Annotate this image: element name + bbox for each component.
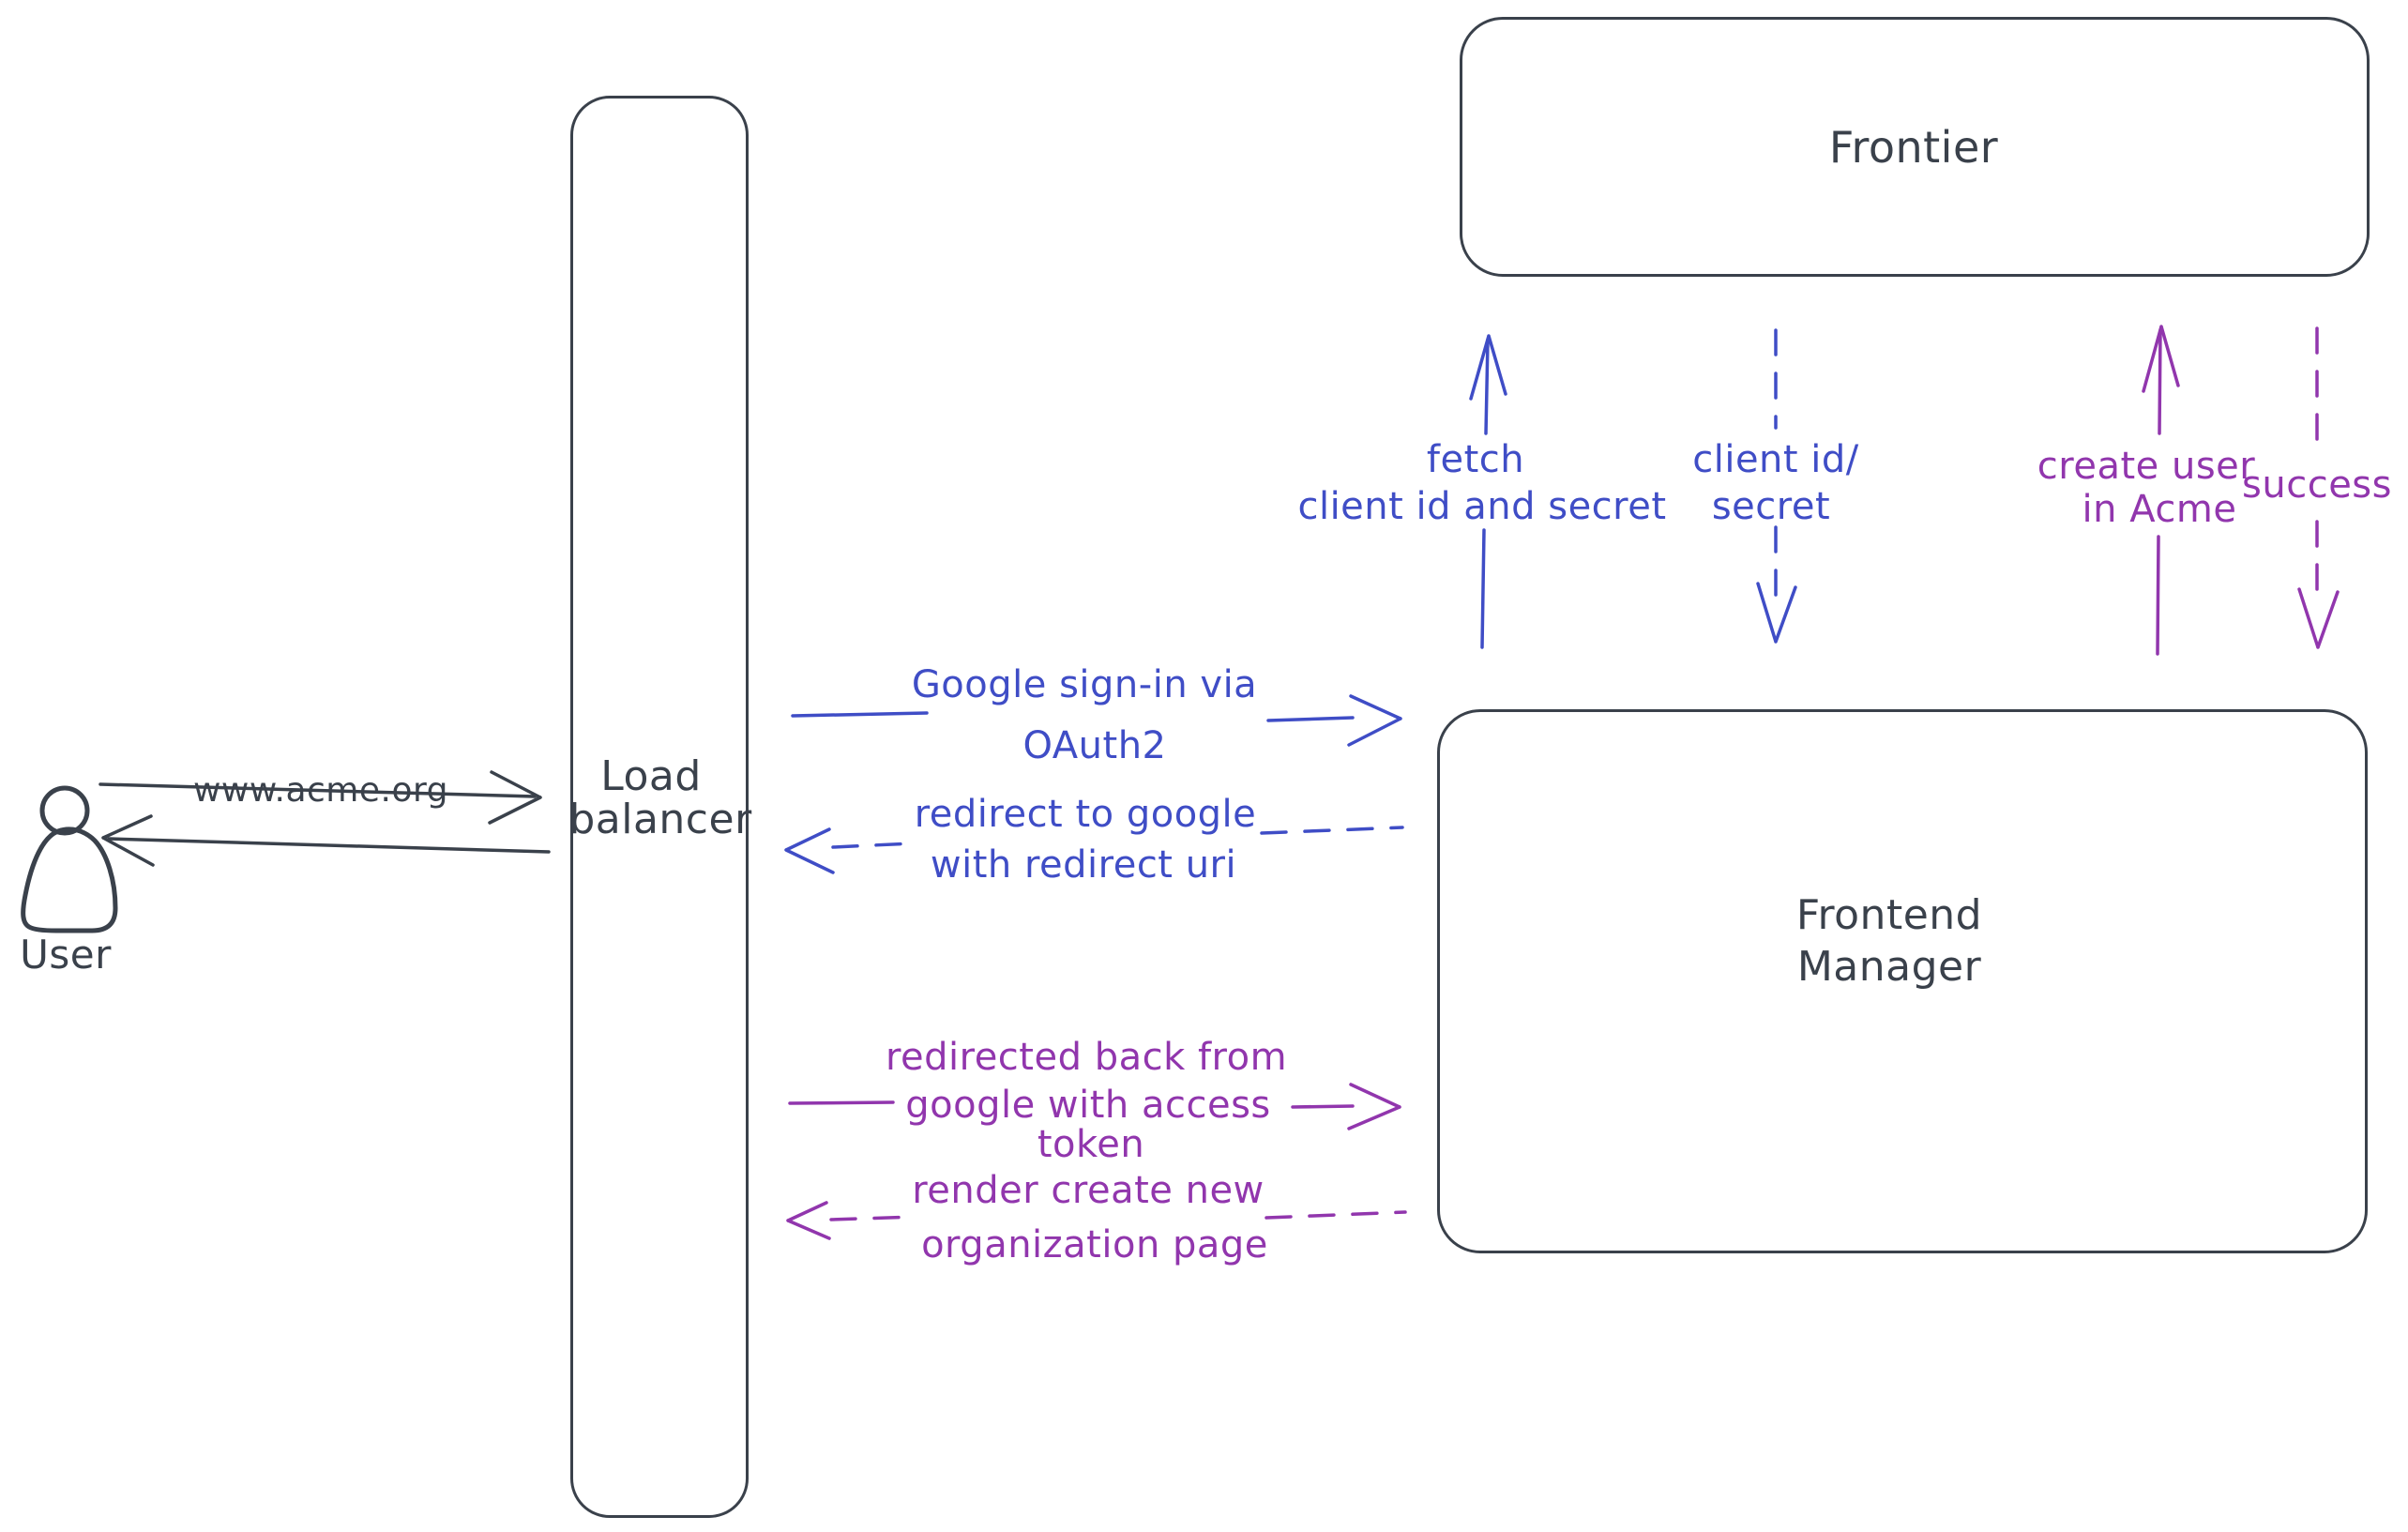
label-redirected-back-line1: redirected back from	[885, 1036, 1288, 1079]
node-frontier-label: Frontier	[1828, 122, 1999, 173]
label-render-create-org-line2: organization page	[921, 1223, 1268, 1267]
arrow-client-id-secret	[1756, 328, 1797, 644]
label-acme-url: www.acme.org	[192, 771, 449, 810]
node-load-balancer-label-line1: Load	[600, 752, 702, 800]
node-frontend-manager-label-line1: Frontend	[1795, 891, 1983, 939]
label-client-id-secret-line1: client id/	[1692, 438, 1859, 481]
node-frontier	[1460, 17, 2370, 277]
label-redirected-back-line2: google with access	[905, 1084, 1271, 1127]
node-load-balancer-label-line2: balancer	[568, 796, 752, 843]
label-redirect-to-google-line2: with redirect uri	[930, 843, 1237, 887]
arrow-create-user	[2142, 325, 2180, 656]
arrow-success	[2297, 326, 2340, 649]
user-figure	[21, 785, 118, 933]
label-create-user-line2: in Acme	[2082, 488, 2237, 531]
label-redirect-to-google-line1: redirect to google	[914, 793, 1257, 836]
arrow-redirected-back	[788, 1083, 1401, 1130]
label-render-create-org-line1: render create new	[912, 1169, 1265, 1212]
label-client-id-secret-line2: secret	[1711, 485, 1831, 528]
arrow-redirect-to-google	[784, 826, 1404, 874]
user-head	[39, 785, 90, 836]
label-google-signin-line1: Google sign-in via	[911, 663, 1258, 706]
label-redirected-back-line3: token	[1037, 1123, 1145, 1166]
label-fetch-client-line2: client id and secret	[1297, 485, 1667, 528]
arrow-google-signin	[791, 694, 1402, 747]
arrow-acme-url	[98, 770, 542, 825]
user-body	[21, 827, 118, 933]
node-frontend-manager-label-line2: Manager	[1796, 943, 1982, 991]
arrow-response-to-user	[101, 814, 551, 867]
arrow-fetch-client	[1469, 334, 1507, 649]
node-frontend-manager	[1437, 709, 2368, 1253]
node-load-balancer	[570, 96, 749, 1518]
label-create-user-line1: create user	[2037, 445, 2256, 488]
label-fetch-client-line1: fetch	[1426, 438, 1525, 481]
label-google-signin-line2: OAuth2	[1022, 724, 1167, 767]
label-success: success	[2242, 463, 2392, 507]
arrow-render-create-org	[786, 1201, 1407, 1240]
node-user-label: User	[20, 932, 112, 978]
